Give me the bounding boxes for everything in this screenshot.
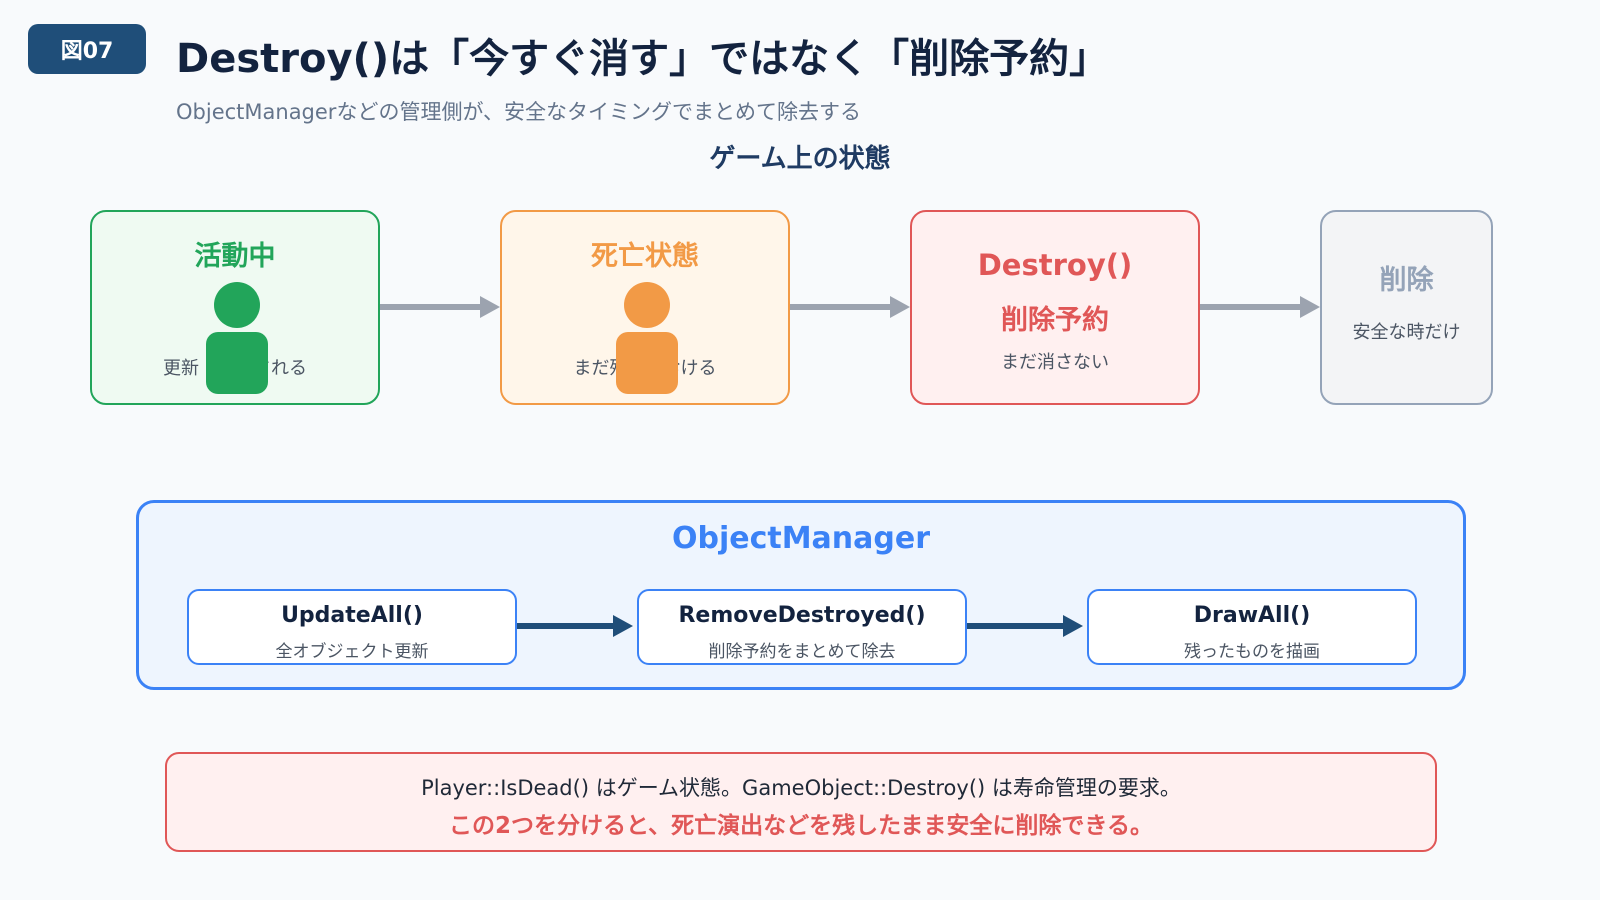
object-manager-panel: ObjectManager UpdateAll() 全オブジェクト更新 Remo…	[136, 500, 1466, 690]
arrow-head-icon	[480, 296, 500, 318]
page-title: Destroy()は「今すぐ消す」ではなく「削除予約」	[176, 36, 1110, 82]
arrow-head-icon	[613, 615, 633, 637]
step-name: RemoveDestroyed()	[678, 603, 926, 628]
person-head-icon	[624, 282, 670, 328]
arrow-head-icon	[1300, 296, 1320, 318]
page-subtitle: ObjectManagerなどの管理側が、安全なタイミングでまとめて除去する	[176, 100, 862, 124]
object-manager-title: ObjectManager	[671, 521, 931, 556]
arrow-head-icon	[890, 296, 910, 318]
state-caption-destroy: まだ消さない	[1001, 352, 1109, 373]
step-name: DrawAll()	[1193, 603, 1311, 628]
person-body-icon	[206, 332, 268, 394]
state-title-dead: 死亡状態	[591, 241, 699, 272]
note-box: Player::IsDead() はゲーム状態。GameObject::Dest…	[165, 752, 1437, 852]
arrow-destroy-to-removed	[1200, 304, 1300, 310]
step-update-all: UpdateAll() 全オブジェクト更新	[187, 589, 517, 665]
arrow-head-icon	[1063, 615, 1083, 637]
section-label-game-state: ゲーム上の状態	[709, 144, 891, 174]
person-head-icon	[214, 282, 260, 328]
step-name: UpdateAll()	[281, 603, 423, 628]
figure-badge: 図07	[28, 24, 146, 74]
state-box-active: 活動中 更新・描画される	[90, 210, 380, 405]
state-title-destroy: Destroy()	[977, 248, 1133, 282]
state-title-removed: 削除	[1379, 265, 1434, 296]
arrow-active-to-dead	[380, 304, 480, 310]
arrow-dead-to-destroy	[790, 304, 890, 310]
state-box-destroy: Destroy() 削除予約 まだ消さない	[910, 210, 1200, 405]
arrow-remove-to-draw	[967, 623, 1067, 629]
note-line-2: この2つを分けると、死亡演出などを残したまま安全に削除できる。	[449, 813, 1153, 839]
state-box-dead: 死亡状態 まだ残しておける	[500, 210, 790, 405]
step-remove-destroyed: RemoveDestroyed() 削除予約をまとめて除去	[637, 589, 967, 665]
state-subtitle-destroy: 削除予約	[1001, 305, 1109, 336]
step-desc: 残ったものを描画	[1184, 642, 1320, 662]
step-draw-all: DrawAll() 残ったものを描画	[1087, 589, 1417, 665]
state-box-removed: 削除 安全な時だけ	[1320, 210, 1493, 405]
state-caption-removed: 安全な時だけ	[1352, 322, 1461, 343]
arrow-update-to-remove	[517, 623, 617, 629]
step-desc: 削除予約をまとめて除去	[708, 642, 896, 662]
note-line-1: Player::IsDead() はゲーム状態。GameObject::Dest…	[421, 776, 1181, 800]
person-body-icon	[616, 332, 678, 394]
state-title-active: 活動中	[194, 241, 276, 272]
step-desc: 全オブジェクト更新	[275, 642, 429, 662]
